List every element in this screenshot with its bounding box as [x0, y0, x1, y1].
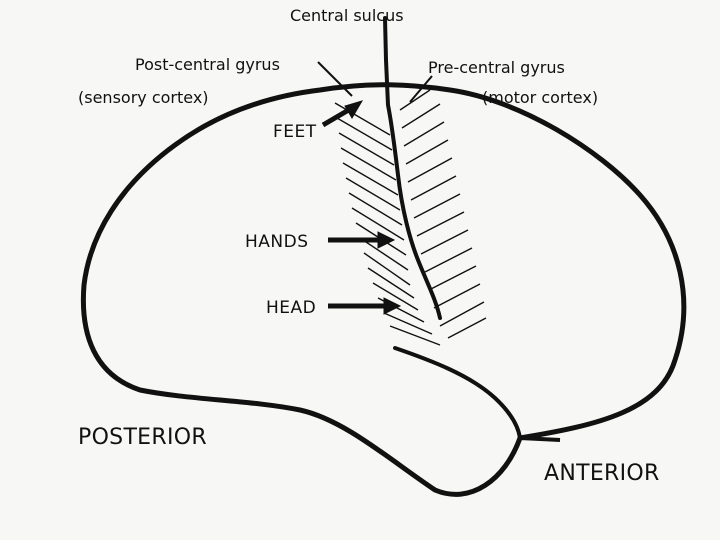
feet-arrow [321, 100, 364, 128]
sensory-cortex-hatching [334, 102, 441, 346]
brain-outline [80, 82, 687, 497]
hands-arrow [328, 231, 396, 249]
motor-cortex-hatching [399, 89, 487, 339]
hands-label: HANDS [245, 232, 309, 252]
post-central-pointer [317, 61, 353, 97]
feet-label: FEET [273, 122, 317, 142]
anterior-label: ANTERIOR [544, 461, 660, 486]
sensory-cortex-label: (sensory cortex) [78, 88, 209, 107]
central-sulcus-label: Central sulcus [290, 6, 404, 25]
posterior-label: POSTERIOR [78, 425, 207, 450]
post-central-gyrus-label: Post-central gyrus [135, 55, 280, 74]
head-arrow [328, 297, 402, 315]
head-label: HEAD [266, 298, 316, 318]
lateral-sulcus [393, 346, 522, 440]
anterior-base-line [519, 436, 561, 442]
central-sulcus-line [383, 16, 442, 320]
pre-central-gyrus-label: Pre-central gyrus [428, 58, 565, 77]
pre-central-pointer [409, 75, 433, 103]
motor-cortex-label: (motor cortex) [482, 88, 598, 107]
